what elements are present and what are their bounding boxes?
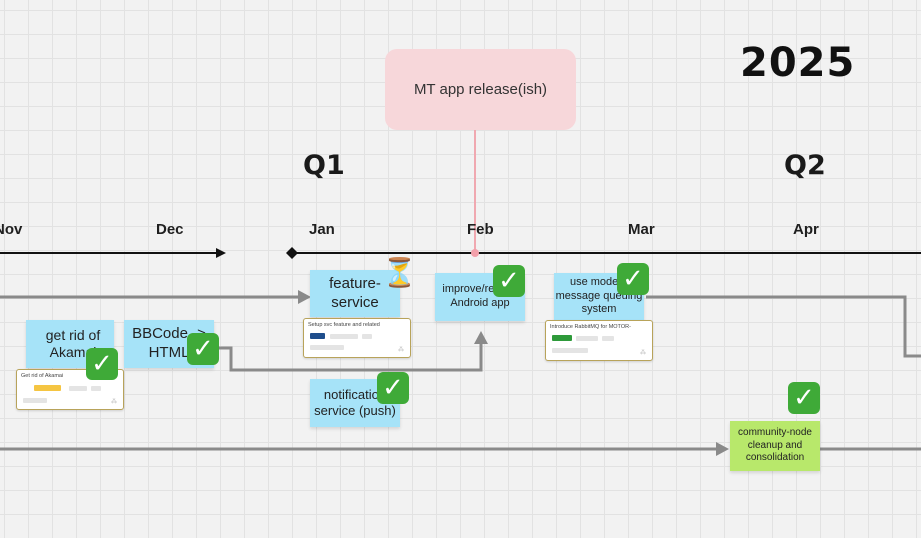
check-mark-icon: ✓ — [377, 372, 409, 404]
card-assignee-icon: ⁂ — [640, 350, 646, 356]
month-label-dec: Dec — [156, 221, 184, 238]
card-placeholder — [552, 348, 588, 353]
month-label-jan: Jan — [309, 221, 335, 238]
milestone-dot — [471, 249, 479, 257]
card-placeholder — [23, 398, 47, 403]
card-assignee-icon: ⁂ — [111, 399, 117, 405]
card-placeholder — [91, 386, 101, 391]
card-placeholder — [602, 336, 614, 341]
card-title: Setup svc feature and related — [308, 322, 380, 328]
card-placeholder — [576, 336, 598, 341]
card-title: Get rid of Akamai — [21, 373, 64, 379]
timeline-arrowhead — [216, 248, 226, 258]
card-placeholder — [310, 345, 344, 350]
sticky-note-feature-service[interactable]: feature-service — [310, 270, 400, 317]
year-title: 2025 — [740, 40, 856, 86]
month-label-feb: Feb — [467, 221, 494, 238]
month-label-apr: Apr — [793, 221, 819, 238]
card-progress-bar — [552, 335, 572, 341]
sticky-note-community-node[interactable]: community-node cleanup and consolidation — [730, 421, 820, 471]
card-progress-bar — [310, 333, 325, 339]
task-card-queuing-system[interactable]: Introduce RabbitMQ for MOTOR- ⁂ — [545, 320, 653, 361]
check-mark-icon: ✓ — [493, 265, 525, 297]
card-placeholder — [69, 386, 87, 391]
connector-bbcode-to-android — [216, 342, 483, 372]
connector-queuing-outgoing — [646, 295, 921, 358]
check-mark-icon: ✓ — [617, 263, 649, 295]
card-placeholder — [330, 334, 358, 339]
hourglass-icon: ⏳ — [382, 256, 417, 289]
card-title: Introduce RabbitMQ for MOTOR- — [550, 324, 631, 330]
quarter-label-q1: Q1 — [303, 150, 345, 181]
check-mark-icon: ✓ — [86, 348, 118, 380]
task-card-feature-service[interactable]: Setup svc feature and related ⁂ — [303, 318, 411, 358]
card-assignee-icon: ⁂ — [398, 347, 404, 353]
connector-arrowhead — [716, 442, 729, 456]
milestone-shape[interactable]: MT app release(ish) — [385, 49, 576, 130]
connector-arrowhead — [474, 331, 488, 344]
month-label-mar: Mar — [628, 221, 655, 238]
check-mark-icon: ✓ — [187, 333, 219, 365]
connector-arrowhead — [298, 290, 311, 304]
card-placeholder — [362, 334, 372, 339]
quarter-label-q2: Q2 — [784, 150, 826, 181]
card-progress-bar — [34, 385, 61, 391]
timeline-start-marker — [286, 247, 298, 259]
month-label-nov: Nov — [0, 221, 23, 238]
check-mark-icon: ✓ — [788, 382, 820, 414]
